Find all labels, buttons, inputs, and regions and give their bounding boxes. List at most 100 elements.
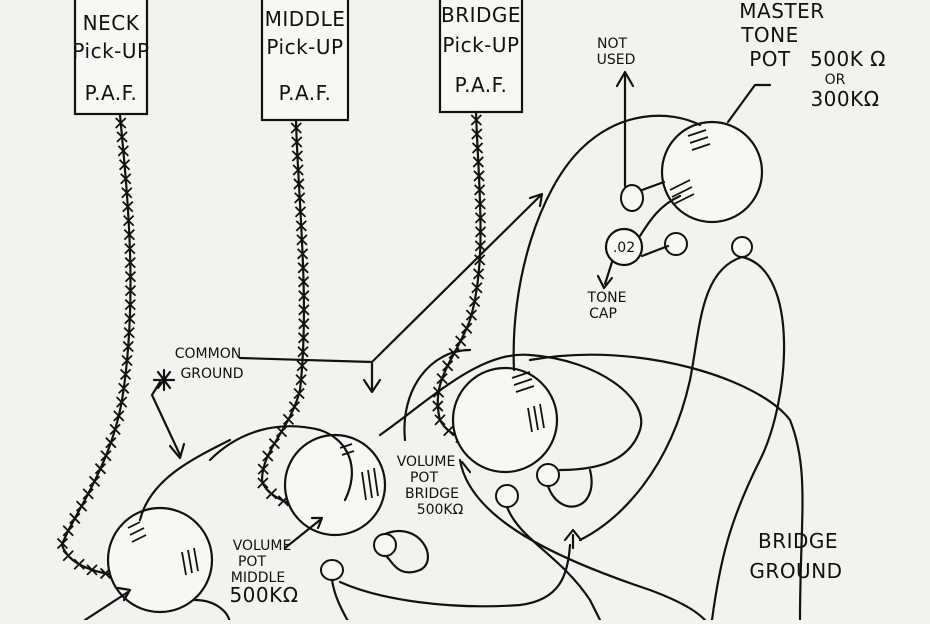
bridge-to-ground-wire <box>528 353 804 622</box>
middle-pickup: MIDDLE Pick-UP P.A.F. <box>260 0 350 122</box>
shield-x-mark <box>298 318 310 330</box>
shield-x-mark <box>122 215 135 227</box>
bridge-pickup: BRIDGE Pick-UP P.A.F. <box>438 0 524 114</box>
shield-x-mark <box>62 550 74 562</box>
common-ground-arrowhead-middle <box>362 378 382 394</box>
shield-x-mark <box>296 234 308 246</box>
middle-to-bridge-wire <box>378 353 643 472</box>
shield-x-mark <box>122 201 134 213</box>
bridge-pickup-box <box>438 0 524 114</box>
bridge-pot-out-wire <box>458 458 707 622</box>
master-tone-line1: MASTER <box>739 0 824 23</box>
shield-x-mark <box>474 254 486 266</box>
tone-cap-arrowhead <box>596 274 614 290</box>
shield-x-mark <box>275 425 288 438</box>
shield-x-mark <box>460 322 473 334</box>
shield-x-mark <box>470 114 482 126</box>
volume-middle-line2: POT <box>238 554 266 570</box>
middle-pickup-name: MIDDLE <box>265 7 346 31</box>
volume-pot-neck <box>83 506 231 624</box>
shield-x-mark <box>468 295 481 308</box>
bridge-ground-label: BRIDGE GROUND <box>749 529 842 583</box>
neck-pot-output-wire <box>193 598 231 624</box>
bridge-pickup-model: P.A.F. <box>455 73 508 97</box>
shield-x-mark <box>124 270 137 283</box>
shield-x-mark <box>465 309 478 321</box>
not-used-line2: USED <box>597 52 636 68</box>
shield-x-mark <box>290 122 302 134</box>
tone-pot-lug-right <box>731 236 753 258</box>
shield-x-mark <box>473 170 485 182</box>
shield-x-mark <box>295 374 307 386</box>
middle-pickup-lead <box>260 118 332 522</box>
shield-x-mark <box>123 326 135 339</box>
shield-x-mark <box>115 117 127 129</box>
shield-x-mark <box>471 128 483 140</box>
shield-x-mark <box>471 282 483 294</box>
shield-x-mark <box>86 564 98 576</box>
master-tone-line2: TONE <box>740 23 799 47</box>
volume-bridge-line2: POT <box>410 470 438 486</box>
volume-middle-line3: MIDDLE <box>231 570 285 586</box>
shield-x-mark <box>297 262 309 274</box>
shield-x-mark <box>117 145 129 157</box>
master-tone-line3: POT <box>749 47 791 71</box>
shield-x-mark <box>292 164 304 176</box>
shield-x-mark <box>124 256 136 269</box>
middle-pot-lug-right <box>373 533 397 557</box>
shield-x-mark <box>124 298 136 311</box>
tone-pot-cap-solder <box>669 179 695 205</box>
shield-x-mark <box>120 173 132 185</box>
master-tone-or: OR <box>825 72 846 88</box>
shield-x-mark <box>282 413 295 426</box>
shield-x-mark <box>455 335 467 347</box>
tone-pot-lug-left <box>620 184 644 212</box>
common-ground-arrow-neck <box>150 380 182 457</box>
middle-volume-pot-body <box>283 433 387 537</box>
shield-x-mark <box>121 354 133 367</box>
shield-x-mark <box>121 187 133 199</box>
bridge-pickup-type: Pick-UP <box>442 33 519 57</box>
not-used-line1: NOT <box>597 36 627 52</box>
shield-x-mark <box>297 332 310 344</box>
common-ground-arrowhead <box>563 528 583 542</box>
tone-cap-line1: TONE <box>587 290 627 306</box>
neck-pot-input-arrow <box>83 590 130 622</box>
neck-pickup-model: P.A.F. <box>85 81 138 105</box>
shield-x-mark <box>265 488 278 500</box>
tone-pot-lug-middle <box>664 232 688 256</box>
middle-pickup-model: P.A.F. <box>279 81 332 105</box>
shield-x-mark <box>294 192 306 204</box>
master-tone-pot <box>615 70 772 258</box>
neck-pickup: NECK Pick-UP P.A.F. <box>72 0 149 116</box>
shield-x-mark <box>115 396 128 408</box>
shield-x-mark <box>124 312 136 325</box>
master-tone-value1: 500K Ω <box>810 47 886 71</box>
common-ground-arrowhead-bridge <box>528 192 544 208</box>
shield-x-mark <box>434 414 446 426</box>
shield-x-mark <box>295 220 307 232</box>
common-ground-star-icon <box>152 368 176 392</box>
bridge-pot-lug-left <box>495 484 519 508</box>
shield-x-mark <box>472 268 485 280</box>
bridge-to-tone-wire <box>512 114 702 372</box>
neck-pot-solder-mark <box>127 521 147 543</box>
common-ground-arrow-bridge <box>370 194 542 364</box>
shield-x-mark <box>443 425 455 437</box>
middle-bridge-link-wire <box>338 543 572 608</box>
neck-pot-arrowhead <box>116 586 132 602</box>
shield-x-mark <box>297 276 310 288</box>
neck-pickup-lead <box>60 113 162 580</box>
middle-pot-ground-solder <box>361 467 379 501</box>
shield-x-mark <box>298 304 310 316</box>
middle-pot-loop-wire <box>383 530 430 574</box>
bridge-pot-ground-solder <box>527 403 545 433</box>
volume-bridge-leader <box>460 460 472 474</box>
tone-cap-label: TONE CAP <box>587 290 627 322</box>
bridge-pot-loop-wire <box>546 468 593 508</box>
middle-pot-arc-wire <box>403 348 472 442</box>
shield-x-mark <box>432 400 444 412</box>
tone-to-output-wire <box>710 255 786 622</box>
